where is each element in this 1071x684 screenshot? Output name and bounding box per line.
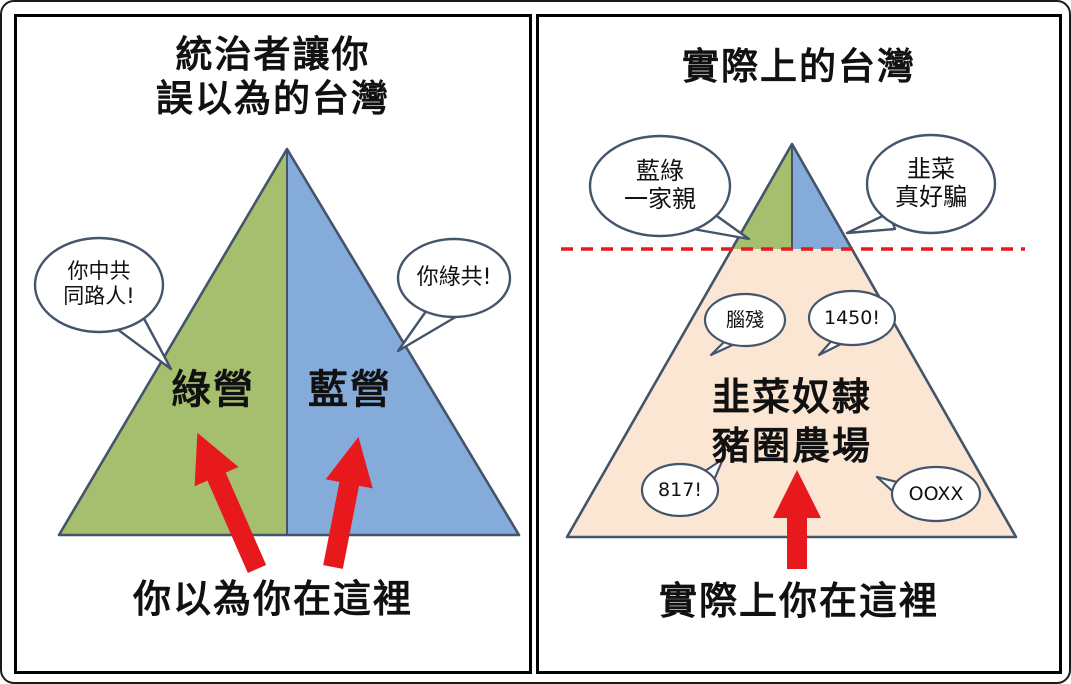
green-camp-label: 綠營 xyxy=(171,367,255,413)
left-panel-title: 統治者讓你 誤以為的台灣 xyxy=(17,33,529,120)
speech-bubble-brain-dead-text: 腦殘 xyxy=(725,309,765,331)
speech-bubble-brain-dead xyxy=(703,292,787,348)
panel-imagined-taiwan: 統治者讓你 誤以為的台灣 你中共 同路人! 你綠共! 綠營 藍營 你以為你在這裡 xyxy=(14,14,532,674)
speech-bubble-blue-green-family xyxy=(588,134,732,238)
arrow-to-green-camp xyxy=(194,432,267,574)
bubble-line: 真好騙 xyxy=(895,183,967,212)
panel-actual-taiwan: 實際上的台灣 藍綠 一家親 韭菜 真好騙 腦殘 1450! 817! OOXX … xyxy=(536,14,1062,674)
bubble-line: 同路人! xyxy=(63,283,135,308)
right-panel-title: 實際上的台灣 xyxy=(682,45,916,88)
blue-camp-label: 藍營 xyxy=(308,367,392,413)
speech-bubble-accuse-ccp-text: 你中共 同路人! xyxy=(63,259,134,309)
speech-bubble-1450-text: 1450! xyxy=(824,307,880,329)
bubble-line: 藍綠 xyxy=(636,157,684,185)
left-title-line1: 統治者讓你 xyxy=(175,33,371,76)
speech-bubble-1450 xyxy=(807,289,897,347)
bubble-line: 一家親 xyxy=(624,185,696,214)
speech-bubble-blue-green-family-text: 藍綠 一家親 xyxy=(624,157,696,214)
speech-bubble-817-text: 817! xyxy=(658,479,702,501)
speech-bubble-accuse-green-text: 你綠共! xyxy=(416,265,492,290)
left-panel-drawing xyxy=(33,147,521,574)
right-bottom-caption: 實際上你在這裡 xyxy=(658,579,939,623)
arrow-to-blue-camp xyxy=(323,436,373,569)
leek-farm-label-line2: 豬圈農場 xyxy=(711,424,873,469)
leek-farm-label-line1: 韭菜奴隸 xyxy=(711,375,873,419)
speech-bubble-accuse-ccp xyxy=(33,236,165,334)
left-title-line2: 誤以為的台灣 xyxy=(156,76,390,120)
speech-bubble-817 xyxy=(640,462,720,518)
bubble-line: 韭菜 xyxy=(907,155,955,183)
speech-bubble-leeks-easy-fool xyxy=(865,133,997,235)
speech-bubble-ooxx xyxy=(890,465,982,523)
speech-bubble-accuse-green xyxy=(396,237,512,319)
left-bottom-caption: 你以為你在這裡 xyxy=(132,577,413,621)
leek-farm-label: 韭菜奴隸 豬圈農場 xyxy=(712,373,872,472)
speech-bubble-ooxx-text: OOXX xyxy=(908,483,964,505)
bubble-line: 你中共 xyxy=(67,259,131,283)
speech-bubble-leeks-easy-fool-text: 韭菜 真好騙 xyxy=(895,155,967,212)
right-panel-drawing xyxy=(561,133,1025,569)
